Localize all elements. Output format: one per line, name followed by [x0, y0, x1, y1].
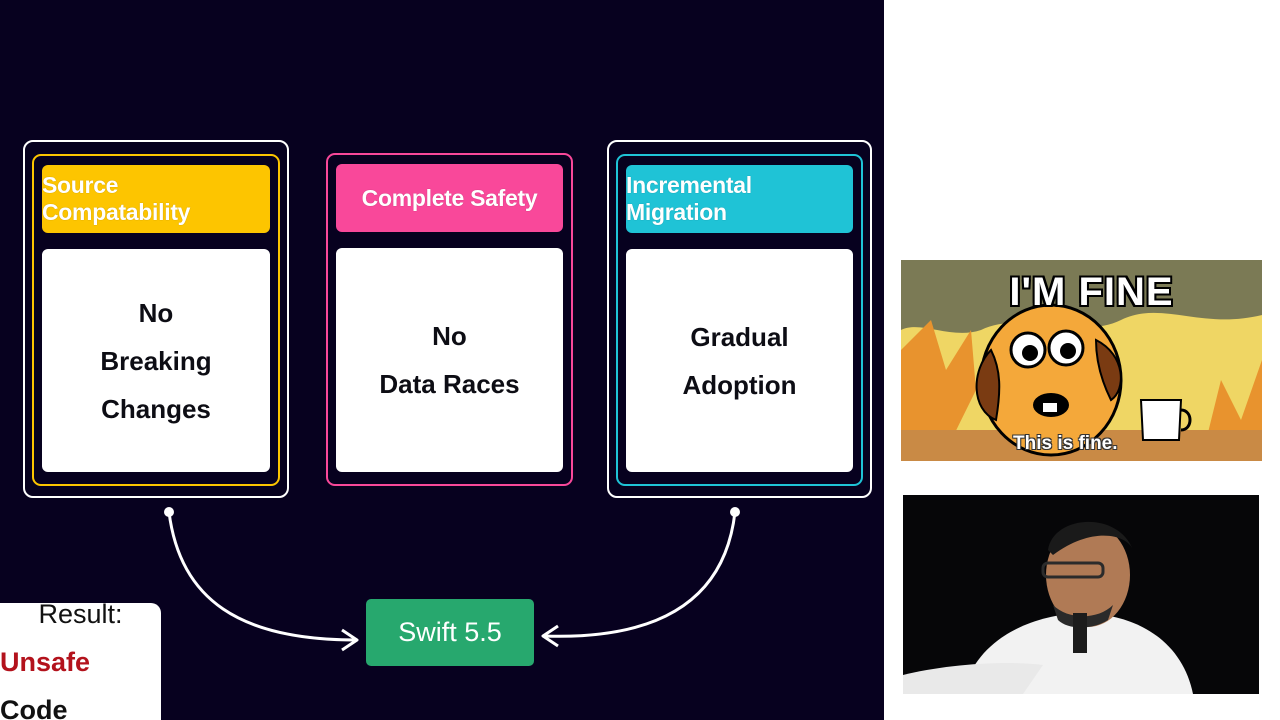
column-inner-frame: Incremental Migration Gradual Adoption [616, 154, 863, 486]
column-title: Complete Safety [336, 164, 563, 232]
connector-arrows [164, 507, 740, 652]
column-title: Source Compatability [42, 165, 270, 233]
column-title: Incremental Migration [626, 165, 853, 233]
presentation-slide: Source Compatability No Breaking Changes… [0, 0, 884, 720]
arrow-left-curve [167, 511, 357, 642]
column-incremental-migration: Incremental Migration Gradual Adoption [607, 140, 872, 498]
column-body: No Data Races [336, 248, 563, 472]
meme-bottom-caption: This is fine. [1013, 433, 1118, 454]
result-unsafe-word: Unsafe [0, 646, 91, 677]
body-line-1: No [432, 321, 467, 351]
this-is-fine-meme: I'M FINE This is fine. [901, 260, 1262, 461]
arrow-left-head [341, 628, 359, 652]
body-line-2: Adoption [682, 369, 797, 400]
result-label: Result: [38, 598, 123, 629]
speaker-video [903, 495, 1259, 694]
body-line-2: Data Races [379, 369, 520, 399]
column-complete-safety: Complete Safety No Data Races [326, 153, 573, 486]
column-body: No Breaking Changes [42, 249, 270, 472]
body-line-2: Breaking Changes [100, 345, 212, 424]
column-inner-frame: Source Compatability No Breaking Changes [32, 154, 280, 486]
body-line-1: No [138, 297, 174, 328]
column-body: Gradual Adoption [626, 249, 853, 472]
result-code-word: Code [0, 694, 68, 720]
result-value: Unsafe Code [0, 638, 161, 720]
arrow-right-curve [543, 511, 737, 638]
arrow-right-head [541, 624, 559, 648]
result-box: Result: Unsafe Code [0, 599, 161, 720]
column-source-compatibility: Source Compatability No Breaking Changes [23, 140, 289, 498]
meme-illustration [901, 260, 1262, 461]
body-line-1: Gradual [690, 321, 789, 352]
swift-version-box: Swift 5.5 [366, 599, 534, 666]
speaker-figure [903, 495, 1259, 694]
meme-top-caption: I'M FINE [1009, 270, 1174, 314]
